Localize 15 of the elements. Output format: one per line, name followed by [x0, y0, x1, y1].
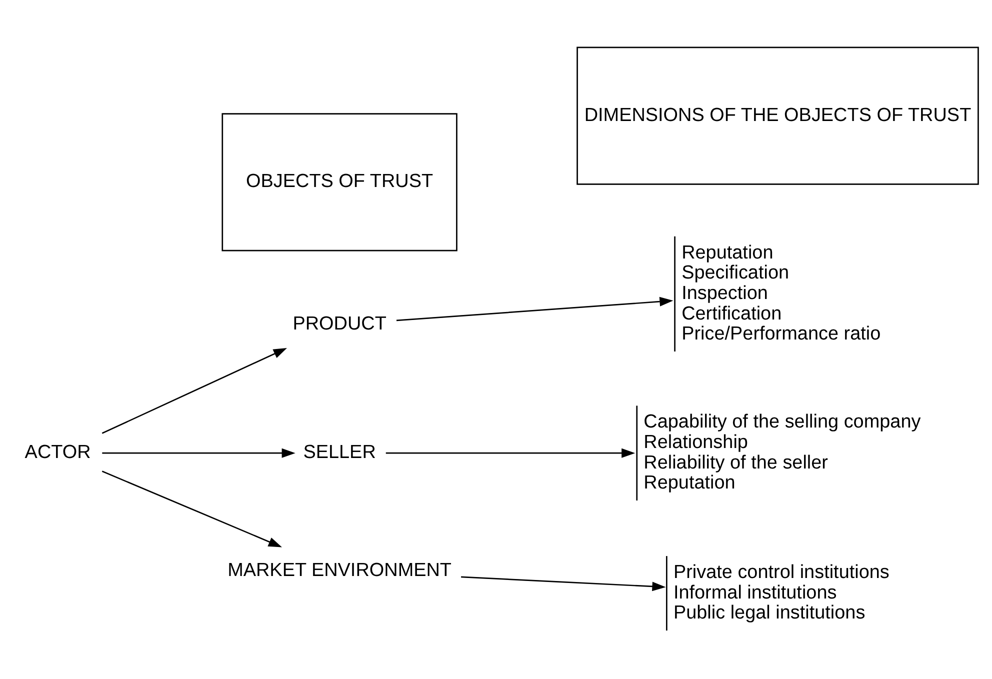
node-text: PRODUCT: [292, 312, 386, 334]
arrow: [461, 576, 666, 591]
arrow: [102, 470, 282, 547]
node-text: Capability of the selling company Relationship Reliability of the seller Reputation: [644, 411, 921, 494]
arrow: [102, 348, 287, 434]
node-box: OBJECTS OF TRUST: [222, 112, 458, 251]
node-box: DIMENSIONS OF THE OBJECTS OF TRUST: [576, 46, 979, 184]
node-text: MARKET ENVIRONMENT: [228, 559, 452, 580]
arrow: [396, 296, 674, 321]
node-text: SELLER: [303, 442, 376, 463]
node-text: ACTOR: [24, 442, 91, 463]
node-text: Private control institutions Informal institutions Public legal institutions: [673, 561, 890, 624]
arrow: [102, 448, 296, 458]
node-text: Reputation Specification Inspection Certification Price/Performance ratio: [682, 242, 881, 344]
arrow: [386, 448, 636, 458]
